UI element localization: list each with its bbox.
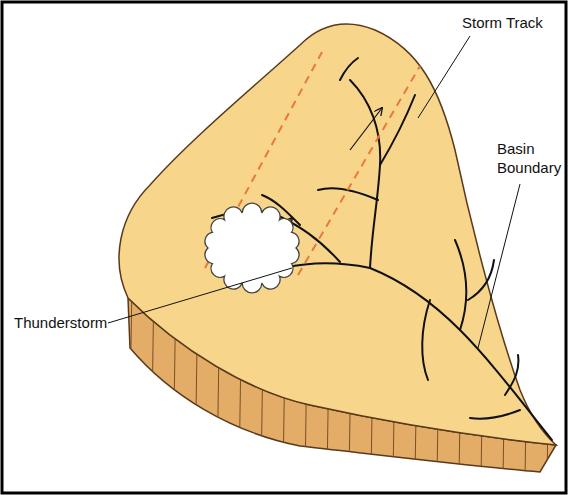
storm-track-label: Storm Track <box>462 14 543 33</box>
thunderstorm-cloud <box>205 203 299 293</box>
hatch-stroke <box>547 280 550 480</box>
basin-surface <box>119 24 556 445</box>
thunderstorm-label: Thunderstorm <box>14 314 107 333</box>
hatch-stroke <box>525 280 528 480</box>
basin-boundary-label: Basin Boundary <box>497 140 563 178</box>
leader-lines <box>108 36 520 348</box>
hatch-stroke <box>129 280 132 480</box>
